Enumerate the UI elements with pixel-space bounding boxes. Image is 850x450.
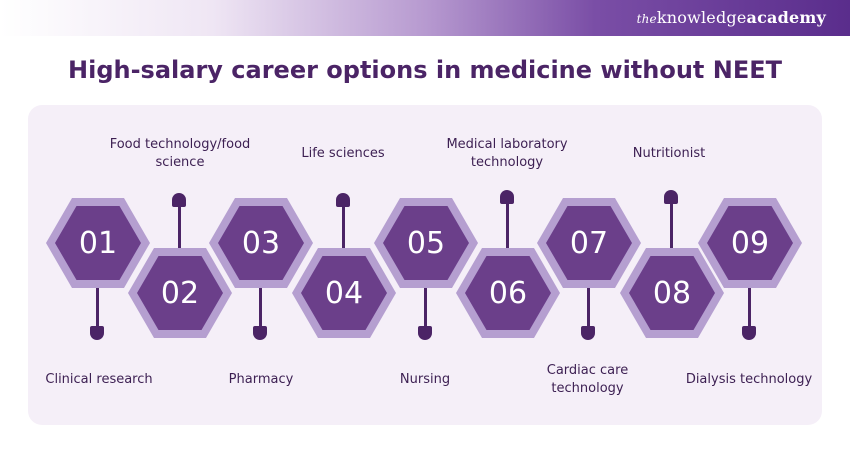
step-label-04: Life sciences <box>301 146 385 161</box>
step-label-02: Food technology/food science <box>109 137 251 170</box>
connector-pin-08 <box>664 190 678 204</box>
connector-pin-05 <box>418 326 432 340</box>
connector-pin-07 <box>581 326 595 340</box>
step-number-09: 09 <box>707 206 793 280</box>
connector-line-01 <box>96 285 99 330</box>
brand-logo: theknowledgeacademy <box>636 8 826 27</box>
connector-line-02 <box>178 200 181 250</box>
step-number-08: 08 <box>629 256 715 330</box>
connector-pin-02 <box>172 193 186 207</box>
step-number-07: 07 <box>546 206 632 280</box>
step-number-05: 05 <box>383 206 469 280</box>
header-banner: theknowledgeacademy <box>0 0 850 36</box>
connector-line-05 <box>424 285 427 330</box>
step-label-03: Pharmacy <box>228 372 294 387</box>
step-number-06: 06 <box>465 256 551 330</box>
connector-pin-09 <box>742 326 756 340</box>
connector-line-07 <box>587 285 590 330</box>
step-number-01: 01 <box>55 206 141 280</box>
page-title: High-salary career options in medicine w… <box>68 56 782 84</box>
connector-line-09 <box>748 285 751 330</box>
step-label-01: Clinical research <box>45 372 153 387</box>
connector-line-08 <box>670 198 673 250</box>
connector-pin-03 <box>253 326 267 340</box>
step-label-06: Medical laboratory technology <box>446 137 568 170</box>
connector-line-04 <box>342 200 345 250</box>
step-number-02: 02 <box>137 256 223 330</box>
connector-line-03 <box>259 285 262 330</box>
step-number-04: 04 <box>301 256 387 330</box>
connector-line-06 <box>506 198 509 250</box>
step-label-05: Nursing <box>399 372 451 387</box>
step-label-09: Dialysis technology <box>685 372 813 387</box>
step-label-08: Nutritionist <box>632 146 706 161</box>
step-hexagon-05: 05 <box>374 198 478 288</box>
step-label-07: Cardiac care technology <box>546 363 629 396</box>
step-number-03: 03 <box>218 206 304 280</box>
connector-pin-04 <box>336 193 350 207</box>
step-hexagon-04: 04 <box>292 248 396 338</box>
connector-pin-06 <box>500 190 514 204</box>
step-hexagon-06: 06 <box>456 248 560 338</box>
connector-pin-01 <box>90 326 104 340</box>
